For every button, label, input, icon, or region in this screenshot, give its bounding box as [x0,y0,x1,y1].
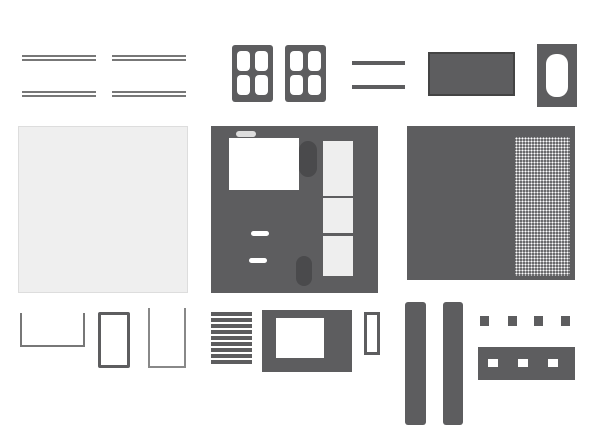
rod-pair-top-right [112,55,186,61]
wire-bracket [20,313,85,347]
mount-frame [537,44,577,107]
psu-plate [262,310,352,372]
pcie-slot-covers [211,312,252,365]
foot-1 [480,316,489,326]
io-bracket [478,347,575,380]
motherboard-tray [211,126,378,293]
rod-pair-top-left [22,55,96,61]
stand-leg-2 [443,302,463,425]
rod-pair-bottom-right [112,91,186,97]
foot-4 [561,316,570,326]
small-strip [364,312,380,355]
drive-tray [428,52,515,96]
side-panel-glass [18,126,188,293]
u-bracket [148,308,186,368]
foot-2 [508,316,517,326]
rod-pair-bottom-left [22,91,96,97]
fan-bracket-1 [232,45,273,102]
small-frame [98,312,130,368]
side-panel-mesh [407,126,575,280]
short-bar-2 [352,85,405,89]
fan-bracket-2 [285,45,326,102]
mesh-area [515,137,570,276]
foot-3 [534,316,543,326]
stand-leg-1 [405,302,426,425]
short-bar-1 [352,61,405,65]
